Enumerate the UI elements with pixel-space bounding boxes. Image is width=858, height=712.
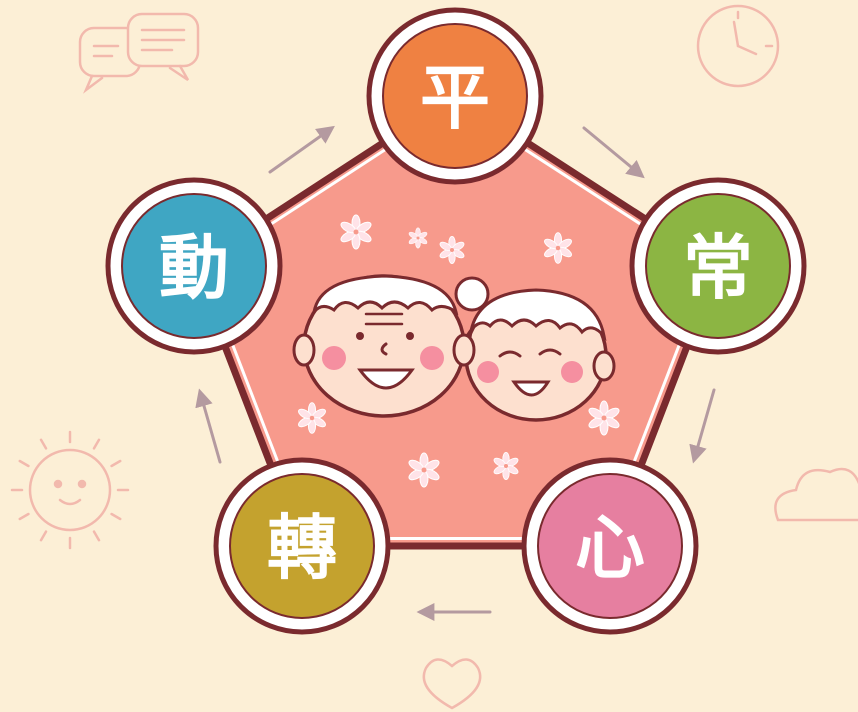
node-label: 動	[159, 227, 229, 309]
cycle-arrows	[195, 125, 716, 621]
elderly-couple-faces	[292, 274, 616, 422]
node-zhuan: 轉	[213, 457, 391, 635]
node-chang: 常	[629, 177, 807, 355]
cycle-arrow	[582, 126, 645, 179]
node-label: 常	[683, 227, 753, 309]
node-circle	[537, 473, 683, 619]
cycle-arrow	[689, 388, 716, 464]
cycle-arrow	[195, 388, 222, 464]
heart-icon	[422, 658, 482, 710]
node-circle	[229, 473, 375, 619]
node-ping: 平	[366, 7, 544, 185]
node-circle	[121, 193, 267, 339]
cycle-nodes: 平常心 轉 動	[105, 7, 807, 635]
node-circle	[382, 23, 528, 169]
node-circle	[645, 193, 791, 339]
node-label: 心	[575, 507, 645, 589]
node-label: 轉	[267, 507, 337, 589]
node-dong: 動	[105, 177, 283, 355]
cloud-icon	[774, 467, 858, 522]
clock-icon	[696, 4, 780, 88]
cycle-arrow	[268, 125, 335, 174]
node-label: 平	[420, 57, 490, 139]
node-xin: 心	[521, 457, 699, 635]
speech-bubbles-icon	[78, 12, 200, 94]
sun-icon	[10, 430, 130, 550]
grandfather-face	[292, 274, 476, 418]
